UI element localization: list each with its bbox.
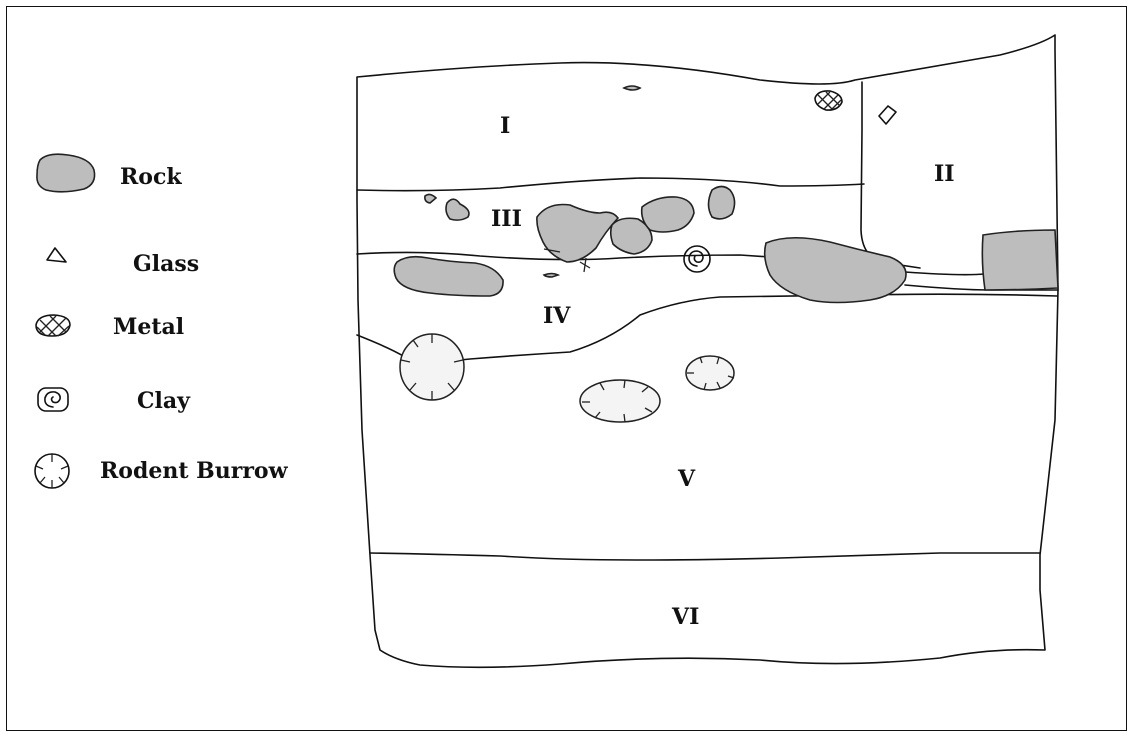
legend-item-rock: Rock <box>37 154 182 192</box>
boundary-v-vi <box>370 553 1040 560</box>
layer-label-ii: II <box>934 161 955 187</box>
rodent-burrow <box>686 356 734 390</box>
metal-fragment <box>815 91 842 110</box>
profile-outline <box>357 35 1058 667</box>
clay-fragment <box>684 246 710 272</box>
rock <box>709 187 735 219</box>
rock <box>624 86 640 90</box>
layer-label-i: I <box>500 113 510 139</box>
legend-label-clay: Clay <box>137 388 191 414</box>
legend-label-glass: Glass <box>133 251 199 277</box>
rock <box>982 230 1058 290</box>
boundary-i-ii <box>861 82 920 268</box>
legend-item-rodent-burrow: Rodent Burrow <box>35 454 289 488</box>
layer-label-iv: IV <box>543 303 571 329</box>
soil-profile: I II III IV V VI <box>357 35 1058 667</box>
layer-label-vi: VI <box>671 604 699 630</box>
rock <box>537 205 618 263</box>
layer-label-iii: III <box>491 206 522 232</box>
rock <box>765 238 906 303</box>
legend-label-rodent-burrow: Rodent Burrow <box>100 458 289 484</box>
rock-icon <box>37 154 95 192</box>
rodent-burrow <box>580 380 660 422</box>
legend: Rock Glass Metal Clay <box>35 154 289 488</box>
rock <box>446 199 469 220</box>
legend-item-clay: Clay <box>38 388 191 414</box>
legend-item-metal: Metal <box>36 314 184 340</box>
glass-icon <box>47 248 66 262</box>
boundary-ii-lower <box>905 272 985 275</box>
rodent-burrow <box>400 334 464 400</box>
legend-label-rock: Rock <box>120 164 182 190</box>
rock <box>642 197 694 232</box>
rock <box>544 274 558 278</box>
legend-item-glass: Glass <box>47 248 199 277</box>
glass-fragment <box>879 106 896 124</box>
layer-label-v: V <box>677 466 696 492</box>
legend-label-metal: Metal <box>113 314 184 340</box>
rock <box>394 257 503 296</box>
rock <box>425 194 436 203</box>
boundary-i-iii <box>357 178 864 191</box>
